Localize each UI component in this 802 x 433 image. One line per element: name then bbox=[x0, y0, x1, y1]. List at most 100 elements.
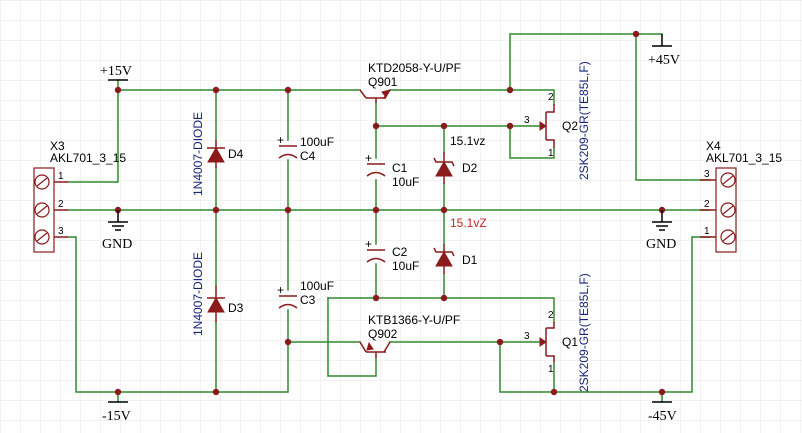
power-minus45: -45V bbox=[648, 401, 677, 424]
connector-x3[interactable]: 1 2 3 X3 AKL701_3_15 bbox=[33, 139, 126, 253]
junction-dot bbox=[212, 206, 220, 214]
wire-minus15-rail bbox=[67, 236, 289, 393]
x3-pin-label: 2 bbox=[58, 199, 64, 210]
c2-ref: C2 bbox=[392, 245, 408, 259]
junction-dot bbox=[372, 206, 380, 214]
q1-pin-label: 1 bbox=[548, 364, 554, 375]
c1-plus: + bbox=[365, 151, 372, 165]
d3-ref: D3 bbox=[228, 301, 244, 315]
rail-label-plus45: +45V bbox=[648, 53, 680, 68]
transistor-q901[interactable]: KTD2058-Y-U/PF Q901 bbox=[359, 61, 461, 103]
rail-label-minus45: -45V bbox=[648, 409, 677, 424]
junction-dot bbox=[506, 86, 514, 94]
c4-value: 100uF bbox=[300, 135, 334, 149]
junction-dot bbox=[496, 338, 504, 346]
diode-d3[interactable]: D3 bbox=[207, 286, 244, 322]
c3-ref: C3 bbox=[300, 293, 316, 307]
q902-ref: Q902 bbox=[368, 327, 398, 341]
ground-symbol-left: GND bbox=[102, 210, 132, 252]
junction-dot bbox=[114, 388, 122, 396]
x3-terminal bbox=[34, 202, 50, 218]
wire-q901-base bbox=[375, 102, 511, 127]
d4-ref: D4 bbox=[228, 147, 244, 161]
q2-ref: Q2 bbox=[562, 119, 578, 133]
rail-label-minus15: -15V bbox=[102, 409, 131, 424]
wire-x4-pin3 bbox=[635, 33, 711, 181]
x4-terminal bbox=[720, 229, 736, 245]
jfet-q2[interactable]: 3 2 1 Q2 2SK209-GR(TE85L,F) bbox=[524, 61, 591, 180]
junction-dot bbox=[440, 206, 448, 214]
q1-ref: Q1 bbox=[562, 335, 578, 349]
x3-ref: X3 bbox=[50, 139, 65, 153]
capacitor-c4[interactable]: + 100uF C4 bbox=[277, 133, 334, 163]
capacitor-c1[interactable]: + C1 10uF bbox=[365, 151, 419, 189]
zener-d2[interactable]: 15.1vz D2 bbox=[433, 134, 485, 184]
power-plus45: +45V bbox=[648, 34, 680, 68]
capacitor-c2[interactable]: + C2 10uF bbox=[365, 237, 419, 273]
x4-ref: X4 bbox=[706, 139, 721, 153]
q2-pin-label: 2 bbox=[548, 92, 554, 103]
rail-label-plus15: +15V bbox=[100, 64, 132, 79]
c1-value: 10uF bbox=[392, 175, 419, 189]
x4-terminal bbox=[720, 172, 736, 188]
x4-value: AKL701_3_15 bbox=[706, 151, 782, 165]
junction-dot bbox=[550, 388, 558, 396]
d4-value: 1N4007-DIODE bbox=[191, 112, 205, 196]
junction-dot bbox=[372, 294, 380, 302]
gnd-label-right: GND bbox=[646, 237, 676, 252]
x4-pin-label: 3 bbox=[704, 169, 710, 180]
transistor-q902[interactable]: KTB1366-Y-U/PF Q902 bbox=[359, 313, 460, 358]
q902-value: KTB1366-Y-U/PF bbox=[368, 313, 460, 327]
zener-d1[interactable]: 15.1vZ D1 bbox=[433, 216, 487, 274]
ground-symbol-right: GND bbox=[646, 210, 676, 252]
junction-dot bbox=[212, 388, 220, 396]
gnd-label-left: GND bbox=[102, 237, 132, 252]
power-minus15: -15V bbox=[102, 401, 131, 424]
d3-triangle bbox=[207, 296, 225, 313]
c4-plus: + bbox=[277, 133, 284, 147]
wire-q1-source bbox=[499, 341, 555, 393]
d1-ref: D1 bbox=[462, 253, 478, 267]
c2-plus: + bbox=[365, 237, 372, 251]
q1-pin-label: 2 bbox=[548, 310, 554, 321]
capacitor-c3[interactable]: + 100uF C3 bbox=[277, 279, 334, 309]
d2-triangle bbox=[435, 160, 453, 177]
c3-value: 100uF bbox=[300, 279, 334, 293]
x4-terminal bbox=[720, 202, 736, 218]
junction-dot bbox=[212, 86, 220, 94]
junction-dot bbox=[506, 122, 514, 130]
q1-value: 2SK209-GR(TE85L,F) bbox=[577, 273, 591, 392]
d2-ref: D2 bbox=[462, 161, 478, 175]
q2-arrow bbox=[539, 121, 547, 131]
d1-value: 15.1vZ bbox=[450, 216, 487, 230]
junction-dot bbox=[658, 388, 666, 396]
d2-value: 15.1vz bbox=[450, 134, 485, 148]
wire-q901-collector bbox=[389, 33, 637, 91]
x4-pin-label: 2 bbox=[704, 199, 710, 210]
junctions bbox=[114, 30, 666, 396]
connector-x4[interactable]: 3 2 1 X4 AKL701_3_15 bbox=[700, 139, 782, 253]
jfet-q1[interactable]: 3 2 1 Q1 2SK209-GR(TE85L,F) bbox=[524, 273, 591, 392]
d4-triangle bbox=[207, 146, 225, 163]
c3-plus: + bbox=[277, 283, 284, 297]
q901-ref: Q901 bbox=[368, 75, 398, 89]
q902-arrow bbox=[366, 341, 374, 351]
junction-dot bbox=[114, 86, 122, 94]
q1-arrow bbox=[539, 337, 547, 347]
x3-pin-label: 3 bbox=[58, 226, 64, 237]
d1-triangle bbox=[435, 250, 453, 267]
junction-dot bbox=[372, 122, 380, 130]
diode-d4[interactable]: D4 bbox=[207, 140, 244, 168]
wire-mid-bus bbox=[327, 297, 555, 323]
wire-plus15-rail bbox=[67, 79, 119, 183]
q2-pin-label: 1 bbox=[548, 148, 554, 159]
q2-pin-label: 3 bbox=[524, 115, 530, 126]
wire-q2-drain bbox=[509, 89, 555, 105]
q901-value: KTD2058-Y-U/PF bbox=[368, 61, 461, 75]
junction-dot bbox=[284, 338, 292, 346]
c4-ref: C4 bbox=[300, 149, 316, 163]
power-plus15: +15V bbox=[100, 64, 132, 81]
d3-value: 1N4007-DIODE bbox=[191, 252, 205, 336]
